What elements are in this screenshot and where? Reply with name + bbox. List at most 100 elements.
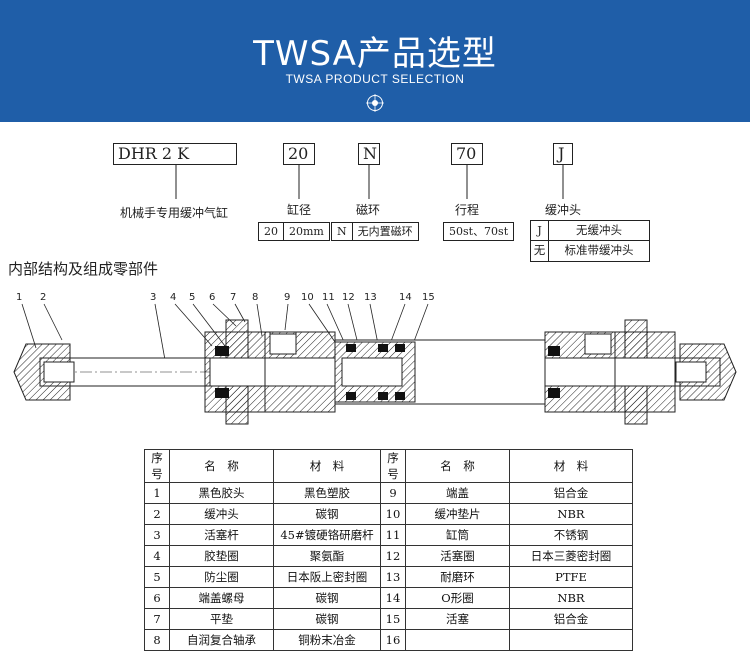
model-code: DHR 2 K — [113, 143, 237, 165]
cushion-option-desc: 标准带缓冲头 — [564, 243, 634, 257]
table-cell: 铜粉末冶金 — [273, 629, 381, 651]
bore-code: 20 — [283, 143, 315, 165]
table-cell: 黑色塑胶 — [273, 482, 381, 504]
svg-text:3: 3 — [150, 292, 156, 303]
table-cell: 胶垫圈 — [169, 545, 274, 567]
magnet-option-desc: 无内置磁环 — [357, 225, 413, 238]
table-cell: NBR — [509, 503, 633, 525]
bore-options: 20 20mm — [258, 222, 330, 241]
magnet-label: 磁环 — [356, 203, 381, 217]
cushion-options: J 无缓冲头 无 标准带缓冲头 — [530, 220, 650, 262]
table-cell: 16 — [380, 629, 406, 651]
svg-text:5: 5 — [189, 292, 195, 303]
table-cell: 平垫 — [169, 608, 274, 630]
table-cell: 活塞 — [405, 608, 510, 630]
table-cell: 11 — [380, 524, 406, 546]
table-header: 名 称 — [169, 449, 274, 483]
table-cell: 防尘圈 — [169, 566, 274, 588]
table-cell: 自润复合轴承 — [169, 629, 274, 651]
cushion-option-code: J — [531, 221, 549, 240]
table-cell: 日本阪上密封圈 — [273, 566, 381, 588]
svg-text:1: 1 — [16, 292, 22, 303]
table-cell: 3 — [144, 524, 170, 546]
svg-text:10: 10 — [301, 292, 314, 303]
table-header: 名 称 — [405, 449, 510, 483]
table-header: 材 料 — [273, 449, 381, 483]
target-emblem-icon — [366, 94, 384, 112]
bore-option-desc: 20mm — [289, 225, 324, 238]
structure-section-title: 内部结构及组成零部件 — [8, 260, 159, 278]
table-cell: 碳钢 — [273, 608, 381, 630]
table-cell: 2 — [144, 503, 170, 525]
svg-text:8: 8 — [252, 292, 258, 303]
cushion-label: 缓冲头 — [545, 203, 582, 217]
svg-text:6: 6 — [209, 292, 215, 303]
table-cell: 7 — [144, 608, 170, 630]
svg-text:12: 12 — [342, 292, 355, 303]
svg-text:14: 14 — [399, 292, 412, 303]
svg-text:11: 11 — [322, 292, 335, 303]
table-cell: NBR — [509, 587, 633, 609]
bore-option-value: 20 — [259, 223, 284, 240]
table-cell: 10 — [380, 503, 406, 525]
table-cell: 缓冲头 — [169, 503, 274, 525]
table-cell: 8 — [144, 629, 170, 651]
magnet-option-value: N — [332, 223, 353, 240]
page-title: TWSA产品选型 — [253, 34, 497, 74]
selection-leader-lines — [175, 165, 564, 199]
table-cell: 活塞圈 — [405, 545, 510, 567]
table-header: 材 料 — [509, 449, 633, 483]
svg-text:13: 13 — [364, 292, 377, 303]
stroke-options: 50st、70st — [443, 222, 515, 241]
table-cell: 日本三菱密封圈 — [509, 545, 633, 567]
stroke-option-value: 50st、70st — [449, 225, 509, 238]
table-cell: 聚氨酯 — [273, 545, 381, 567]
header-banner: TWSA产品选型 TWSA PRODUCT SELECTION — [0, 0, 750, 122]
stroke-code: 70 — [451, 143, 483, 165]
svg-text:2: 2 — [40, 292, 46, 303]
page-subtitle: TWSA PRODUCT SELECTION — [285, 72, 465, 86]
table-cell: 6 — [144, 587, 170, 609]
table-header-row: 序号 名 称 材 料 序号 名 称 材 料 — [144, 449, 633, 483]
table-cell: 碳钢 — [273, 587, 381, 609]
cushion-code: J — [553, 143, 573, 165]
magnet-options: N 无内置磁环 — [331, 222, 419, 241]
table-cell: 缸筒 — [405, 524, 510, 546]
table-cell: 碳钢 — [273, 503, 381, 525]
table-cell: 5 — [144, 566, 170, 588]
table-cell — [509, 629, 633, 651]
table-cell: 15 — [380, 608, 406, 630]
table-cell: 12 — [380, 545, 406, 567]
table-cell: 1 — [144, 482, 170, 504]
stroke-label: 行程 — [455, 203, 480, 217]
table-cell: 13 — [380, 566, 406, 588]
cylinder-cross-section-diagram: 1 2 3 4 5 6 7 8 9 10 11 12 13 14 15 — [13, 292, 737, 425]
table-header: 序号 — [144, 449, 170, 483]
svg-text:4: 4 — [170, 292, 176, 303]
table-cell: 9 — [380, 482, 406, 504]
table-cell: O形圈 — [405, 587, 510, 609]
table-cell: 铝合金 — [509, 482, 633, 504]
svg-text:7: 7 — [230, 292, 236, 303]
table-cell: 缓冲垫片 — [405, 503, 510, 525]
svg-text:15: 15 — [422, 292, 435, 303]
table-cell: 不锈钢 — [509, 524, 633, 546]
table-cell: 耐磨环 — [405, 566, 510, 588]
table-cell: 端盖 — [405, 482, 510, 504]
model-label: 机械手专用缓冲气缸 — [120, 206, 229, 220]
cushion-option-code: 无 — [531, 241, 549, 261]
table-cell: 黑色胶头 — [169, 482, 274, 504]
magnet-code: N — [358, 143, 380, 165]
cushion-option-desc: 无缓冲头 — [576, 223, 622, 237]
table-cell: 铝合金 — [509, 608, 633, 630]
table-header: 序号 — [380, 449, 406, 483]
table-cell: 4 — [144, 545, 170, 567]
